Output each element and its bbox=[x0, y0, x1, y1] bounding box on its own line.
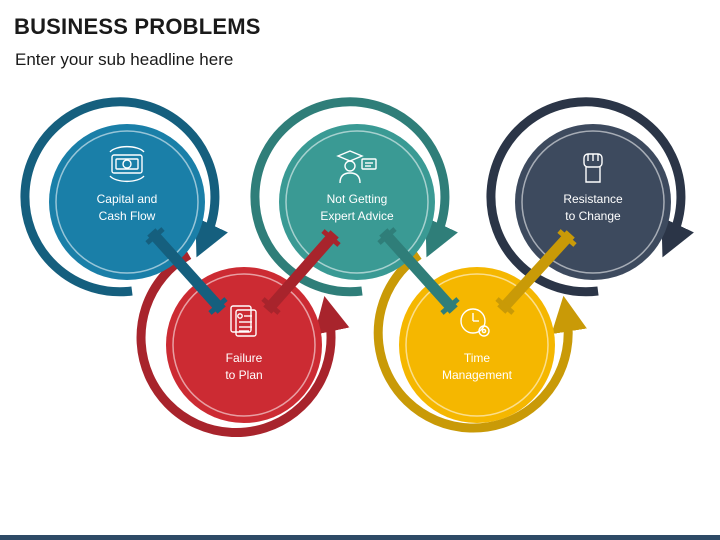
money-icon bbox=[109, 145, 145, 183]
label-time: Time Management bbox=[417, 350, 537, 384]
label-capital-line2: Cash Flow bbox=[98, 209, 156, 223]
arc-capital bbox=[20, 97, 229, 297]
label-expert-line1: Not Getting bbox=[326, 192, 388, 206]
connector-expert-time bbox=[377, 227, 460, 315]
label-resistance: Resistance to Change bbox=[533, 191, 653, 225]
page-title: BUSINESS PROBLEMS bbox=[14, 14, 261, 39]
label-expert-line2: Expert Advice bbox=[320, 209, 394, 223]
arc-time bbox=[373, 251, 587, 433]
page-subtitle: Enter your sub headline here bbox=[15, 50, 234, 69]
arc-expert bbox=[250, 97, 459, 297]
label-resistance-line1: Resistance bbox=[563, 192, 623, 206]
label-capital-line1: Capital and bbox=[96, 192, 158, 206]
circle-resistance bbox=[515, 124, 671, 280]
label-failure-line2: to Plan bbox=[225, 368, 263, 382]
label-failure-line1: Failure bbox=[225, 351, 263, 365]
label-capital: Capital and Cash Flow bbox=[67, 191, 187, 225]
label-time-line1: Time bbox=[463, 351, 491, 365]
connector-capital-failure bbox=[145, 227, 228, 315]
teacher-icon bbox=[336, 150, 377, 184]
circle-time bbox=[399, 267, 555, 423]
label-time-line2: Management bbox=[441, 368, 513, 382]
clock-gear-icon bbox=[460, 308, 490, 337]
checklist-icon bbox=[230, 305, 257, 337]
fist-icon bbox=[583, 153, 603, 183]
label-expert: Not Getting Expert Advice bbox=[297, 191, 417, 225]
label-resistance-line2: to Change bbox=[565, 209, 621, 223]
connector-failure-expert bbox=[261, 229, 341, 315]
label-failure: Failure to Plan bbox=[184, 350, 304, 384]
arc-resistance bbox=[486, 97, 695, 297]
arc-failure bbox=[136, 251, 350, 438]
bottom-bar bbox=[0, 535, 720, 540]
connector-time-resistance bbox=[495, 229, 577, 315]
circle-failure bbox=[166, 267, 322, 423]
